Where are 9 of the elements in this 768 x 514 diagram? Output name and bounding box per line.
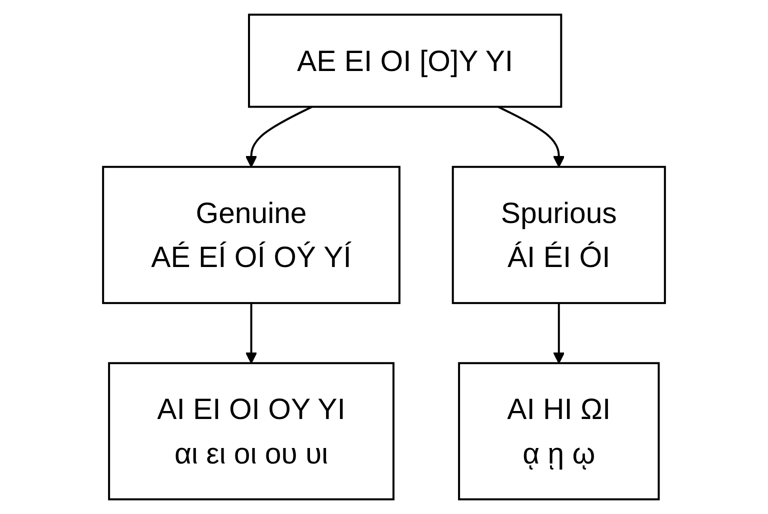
node-box: Genuine AÉ EÍ OÍ OÝ YÍ	[102, 166, 400, 304]
node-box: Spurious ÁI ÉI ÓI	[452, 166, 666, 304]
node-box: AI HI ΩI ᾳ ῃ ῳ	[458, 362, 660, 500]
arrow	[498, 106, 565, 168]
node-box: AE EI OI [O]Y YI	[248, 14, 562, 108]
arrow	[245, 106, 312, 168]
arrow	[553, 303, 565, 364]
node-box: AI EI OI OY YI αι ει οι ου υι	[108, 362, 394, 500]
arrow	[245, 303, 258, 364]
